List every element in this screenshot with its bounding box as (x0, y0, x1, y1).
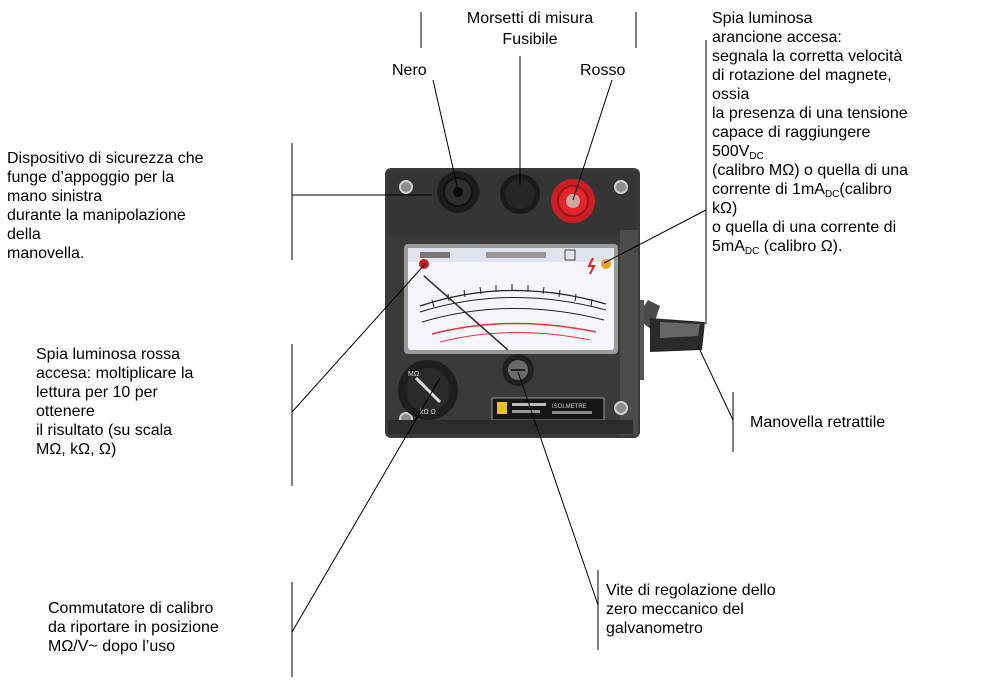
subscript-dc: DC (744, 246, 760, 257)
label-safety-device: Dispositivo di sicurezza che funge d’app… (7, 149, 204, 263)
text-line: Vite di regolazione dello (606, 582, 776, 599)
text-line: (calibro MΩ) o quella di una (712, 162, 909, 179)
label-orange-lamp: Spia luminosa arancione accesa: segnala … (712, 9, 909, 257)
text-line: funge d’appoggio per la (7, 169, 175, 186)
text-line: ottenere (36, 403, 95, 420)
text-line: il risultato (su scala (36, 422, 173, 439)
name-plate: ISOLMETRE (491, 397, 605, 421)
text-line: accesa: moltiplicare la (36, 365, 194, 382)
text-line: segnala la corretta velocità (712, 48, 903, 65)
text-run: 500V (712, 143, 750, 160)
text-line: MΩ, kΩ, Ω) (36, 441, 117, 458)
text-line: lettura per 10 per (36, 384, 158, 401)
text-line: Dispositivo di sicurezza che (7, 150, 204, 167)
text-line: MΩ/V~ dopo l’uso (48, 638, 176, 655)
text-line: corrente di 1mADC(calibro (712, 180, 908, 200)
text-line: ossia (712, 86, 750, 103)
plate-text: ISOLMETRE (552, 404, 587, 410)
text-line: Commutatore di calibro (48, 600, 214, 617)
fuse-holder (500, 174, 540, 214)
text-run: (calibro (839, 181, 892, 198)
black-terminal (437, 171, 479, 213)
red-terminal (551, 179, 595, 223)
label-terminals-title: Morsetti di misura (466, 10, 594, 27)
text-line: durante la manipolazione (7, 207, 186, 224)
label-rosso: Rosso (580, 62, 626, 79)
text-line: della (7, 226, 41, 243)
text-run: 5mA (712, 238, 745, 255)
text-line: Spia luminosa rossa (36, 346, 181, 363)
text-line: kΩ) (712, 200, 738, 217)
text-line: di rotazione del magnete, (712, 67, 892, 84)
label-nero: Nero (392, 62, 427, 79)
text-line: capace di raggiungere (712, 124, 871, 141)
subscript-dc: DC (824, 189, 840, 200)
text-line: mano sinistra (7, 188, 103, 205)
subscript-dc: DC (749, 151, 764, 162)
text-line: la presenza di una tensione (712, 105, 908, 122)
text-line: manovella. (7, 245, 85, 262)
label-range-switch: Commutatore di calibro da riportare in p… (48, 599, 219, 656)
text-line: o quella di una corrente di (712, 219, 897, 236)
knob-label-bottom: kΩ Ω (420, 409, 436, 416)
range-selector-knob: MΩ kΩ Ω (398, 360, 458, 420)
text-run: corrente di 1mA (712, 181, 825, 198)
zero-adjust-screw (502, 354, 534, 386)
text-run: (calibro Ω). (759, 238, 843, 255)
knob-label-top: MΩ (408, 371, 419, 378)
meter-dial (404, 244, 618, 354)
text-line: zero meccanico del (606, 601, 744, 618)
text-line: galvanometro (606, 620, 703, 637)
text-line: arancione accesa: (712, 29, 842, 46)
label-red-lamp: Spia luminosa rossa accesa: moltiplicare… (36, 345, 193, 459)
text-line: da riportare in posizione (48, 619, 219, 636)
text-line: 5mADC (calibro Ω). (712, 237, 908, 257)
text-line: Spia luminosa (712, 10, 813, 27)
text-line: 500VDC (712, 142, 908, 162)
crank-handle (630, 300, 705, 380)
label-crank: Manovella retrattile (750, 414, 886, 431)
label-zero-screw: Vite di regolazione dello zero meccanico… (606, 581, 776, 638)
label-fuse: Fusibile (502, 31, 558, 48)
